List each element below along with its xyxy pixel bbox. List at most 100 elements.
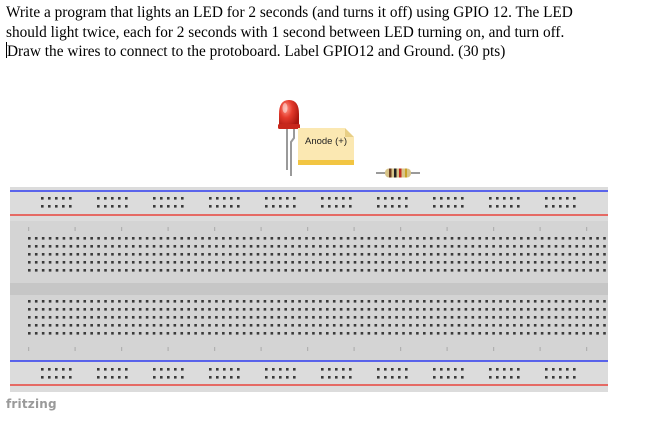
hole (104, 205, 107, 208)
hole (513, 237, 516, 240)
hole (265, 368, 268, 371)
hole (561, 245, 565, 248)
hole (145, 308, 149, 311)
hole (111, 205, 114, 208)
hole (145, 253, 149, 256)
hole (69, 308, 73, 311)
hole (286, 368, 289, 371)
hole (388, 308, 391, 311)
hole (457, 300, 461, 303)
hole (339, 300, 343, 303)
hole (284, 237, 288, 240)
hole (360, 332, 364, 335)
hole (256, 261, 260, 264)
hole (540, 261, 544, 264)
power-rails (10, 190, 608, 386)
column-number-mark (353, 347, 355, 351)
hole (55, 368, 58, 371)
hole (367, 324, 371, 327)
hole (429, 308, 433, 311)
hole (429, 300, 433, 303)
hole (457, 332, 461, 335)
hole (520, 261, 523, 264)
hole (180, 245, 184, 248)
hole (215, 308, 218, 311)
hole (443, 245, 447, 248)
hole (242, 245, 246, 248)
hole (34, 261, 38, 264)
hole (194, 269, 197, 272)
hole (423, 237, 426, 240)
hole (395, 316, 398, 319)
hole (471, 316, 475, 319)
hole (391, 376, 394, 379)
hole (575, 253, 579, 256)
hole (159, 253, 163, 256)
hole (499, 237, 502, 240)
hole (492, 253, 495, 256)
hole (325, 332, 329, 335)
hole (222, 300, 225, 303)
hole (34, 253, 38, 256)
hole (339, 324, 343, 327)
hole (249, 308, 253, 311)
hole (235, 324, 239, 327)
hole (286, 376, 289, 379)
hole (55, 237, 59, 240)
hole (547, 261, 551, 264)
hole (90, 316, 93, 319)
hole (174, 197, 177, 200)
question-line-1: Write a program that lights an LED for 2… (6, 4, 573, 21)
hole (249, 261, 253, 264)
hole (568, 269, 572, 272)
hole (48, 316, 52, 319)
hole (450, 308, 454, 311)
hole (187, 237, 190, 240)
resistor[interactable] (376, 167, 420, 179)
hole (533, 237, 537, 240)
hole (279, 376, 282, 379)
hole (298, 300, 301, 303)
hole (279, 368, 282, 371)
hole (194, 237, 197, 240)
hole (506, 308, 509, 311)
hole (471, 300, 475, 303)
hole (547, 253, 551, 256)
hole (76, 245, 80, 248)
hole (457, 253, 461, 256)
hole (62, 300, 66, 303)
resistor-band-2 (394, 168, 397, 178)
hole (181, 205, 184, 208)
hole (485, 332, 488, 335)
hole (249, 316, 253, 319)
hole (118, 368, 121, 371)
hole (492, 324, 495, 327)
hole (405, 368, 408, 371)
red-led[interactable] (276, 98, 306, 178)
hole (83, 316, 87, 319)
hole (332, 261, 336, 264)
hole (90, 324, 93, 327)
hole (499, 261, 502, 264)
hole (166, 324, 170, 327)
hole (506, 324, 509, 327)
hole (319, 245, 322, 248)
hole (506, 253, 509, 256)
hole (97, 324, 100, 327)
hole (457, 245, 461, 248)
hole (568, 245, 572, 248)
hole (596, 253, 599, 256)
hole (492, 332, 495, 335)
hole (384, 368, 387, 371)
hole (180, 324, 184, 327)
hole (97, 300, 100, 303)
hole (104, 245, 107, 248)
hole (90, 300, 93, 303)
hole (256, 324, 260, 327)
hole (552, 368, 555, 371)
hole (429, 269, 433, 272)
hole (62, 205, 65, 208)
hole (526, 324, 530, 327)
hole (118, 261, 121, 264)
hole (510, 197, 513, 200)
